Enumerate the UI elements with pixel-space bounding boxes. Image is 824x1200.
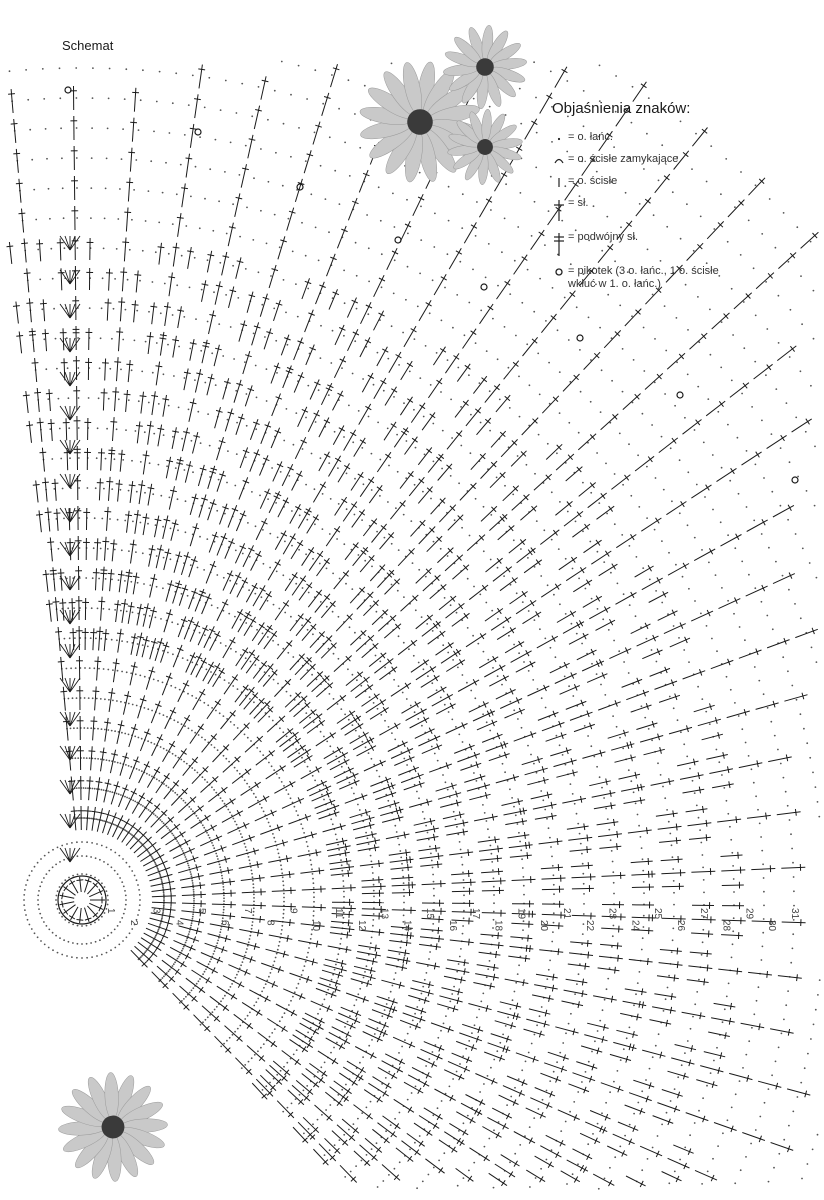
round-number-label: 11: [333, 908, 344, 919]
round-number-label: 22: [584, 920, 595, 932]
round-number-label: 23: [607, 908, 618, 920]
round-number-label: 8: [265, 920, 276, 926]
round-number-label: 9: [287, 908, 298, 914]
legend-text: = pikotek (3 o. łańc., 1 o. ścisłe wkłuć…: [568, 265, 719, 290]
treble-crochet-icon: [554, 233, 564, 256]
round-number-layer: 1234567891011121314151617181920212223242…: [105, 908, 800, 932]
legend-text: = o. ścisłe zamykające: [568, 153, 679, 165]
round-number-label: 21: [561, 908, 572, 920]
daisy-icon: [58, 1072, 168, 1182]
legend-item-closing-slip-stitch: = o. ścisłe zamykające: [552, 153, 814, 167]
picot-mark: [194, 128, 202, 136]
round-number-label: 2: [128, 920, 139, 926]
daisy-icon: [443, 24, 527, 110]
daisy-icon: [359, 61, 481, 183]
legend-text: = podwójny sł.: [568, 231, 639, 243]
round-number-label: 5: [196, 908, 207, 914]
round-number-label: 18: [493, 920, 504, 932]
picot-mark: [676, 391, 684, 399]
picot-icon: [555, 268, 563, 276]
round-number-label: 4: [173, 920, 184, 926]
stitch-layer: [6, 64, 819, 1188]
round-number-label: 26: [675, 920, 686, 932]
round-number-label: 1: [105, 908, 116, 914]
center-ring: [57, 875, 107, 925]
legend-text: = o. ścisłe: [568, 175, 618, 187]
slip-stitch-icon: [558, 178, 560, 187]
picot-mark: [576, 334, 584, 342]
legend-text: = o. łańc.: [568, 131, 613, 143]
round-number-label: 29: [743, 908, 754, 920]
picot-mark: [64, 86, 72, 94]
daisy-icon: [447, 109, 523, 185]
round-number-label: 19: [515, 908, 526, 920]
picot-mark: [791, 476, 799, 484]
round-number-label: 27: [698, 908, 709, 920]
legend-item-slip-stitch: = o. ścisłe: [552, 175, 814, 189]
legend-item-picot: = pikotek (3 o. łańc., 1 o. ścisłe wkłuć…: [552, 265, 814, 291]
daisy-icon: [58, 1072, 168, 1182]
picot-mark: [296, 183, 304, 191]
legend-title: Objaśnienia znaków:: [552, 100, 691, 117]
daisy-icon: [359, 24, 527, 185]
double-crochet-icon: [554, 200, 564, 221]
round-number-label: 20: [538, 920, 549, 932]
round-number-label: 17: [470, 908, 481, 920]
daisy-bottom-left-image: [58, 1072, 168, 1182]
picot-layer: [64, 86, 799, 484]
round-number-label: 31: [789, 908, 800, 920]
round-number-label: 14: [401, 920, 412, 932]
round-number-label: 7: [242, 908, 253, 914]
round-number-label: 12: [356, 920, 367, 932]
round-number-label: 28: [721, 920, 732, 932]
legend-text: = sł.: [568, 197, 589, 209]
round-number-label: 24: [629, 920, 640, 932]
round-number-label: 6: [219, 920, 230, 926]
symbol-legend: Objaśnienia znaków: = o. łańc. = o. ścis…: [552, 100, 814, 299]
round-number-label: 25: [652, 908, 663, 920]
round-number-label: 10: [310, 920, 321, 932]
legend-item-double-crochet: = sł.: [552, 197, 814, 223]
round-number-label: 16: [447, 920, 458, 932]
closing-slip-stitch-icon: [554, 158, 564, 164]
round-number-label: 3: [151, 908, 162, 914]
chain-layer: [8, 60, 821, 1190]
round-number-label: 13: [379, 908, 390, 920]
daisy-cluster-top-image: [359, 24, 527, 185]
picot-mark: [480, 283, 488, 291]
legend-item-treble-crochet: = podwójny sł.: [552, 231, 814, 257]
round-number-label: 30: [766, 920, 777, 932]
legend-item-chain: = o. łańc.: [552, 131, 814, 145]
picot-mark: [394, 236, 402, 244]
round-number-label: 15: [424, 908, 435, 920]
chain-dot-icon: [557, 137, 561, 141]
diagram-title: Schemat: [62, 38, 114, 53]
